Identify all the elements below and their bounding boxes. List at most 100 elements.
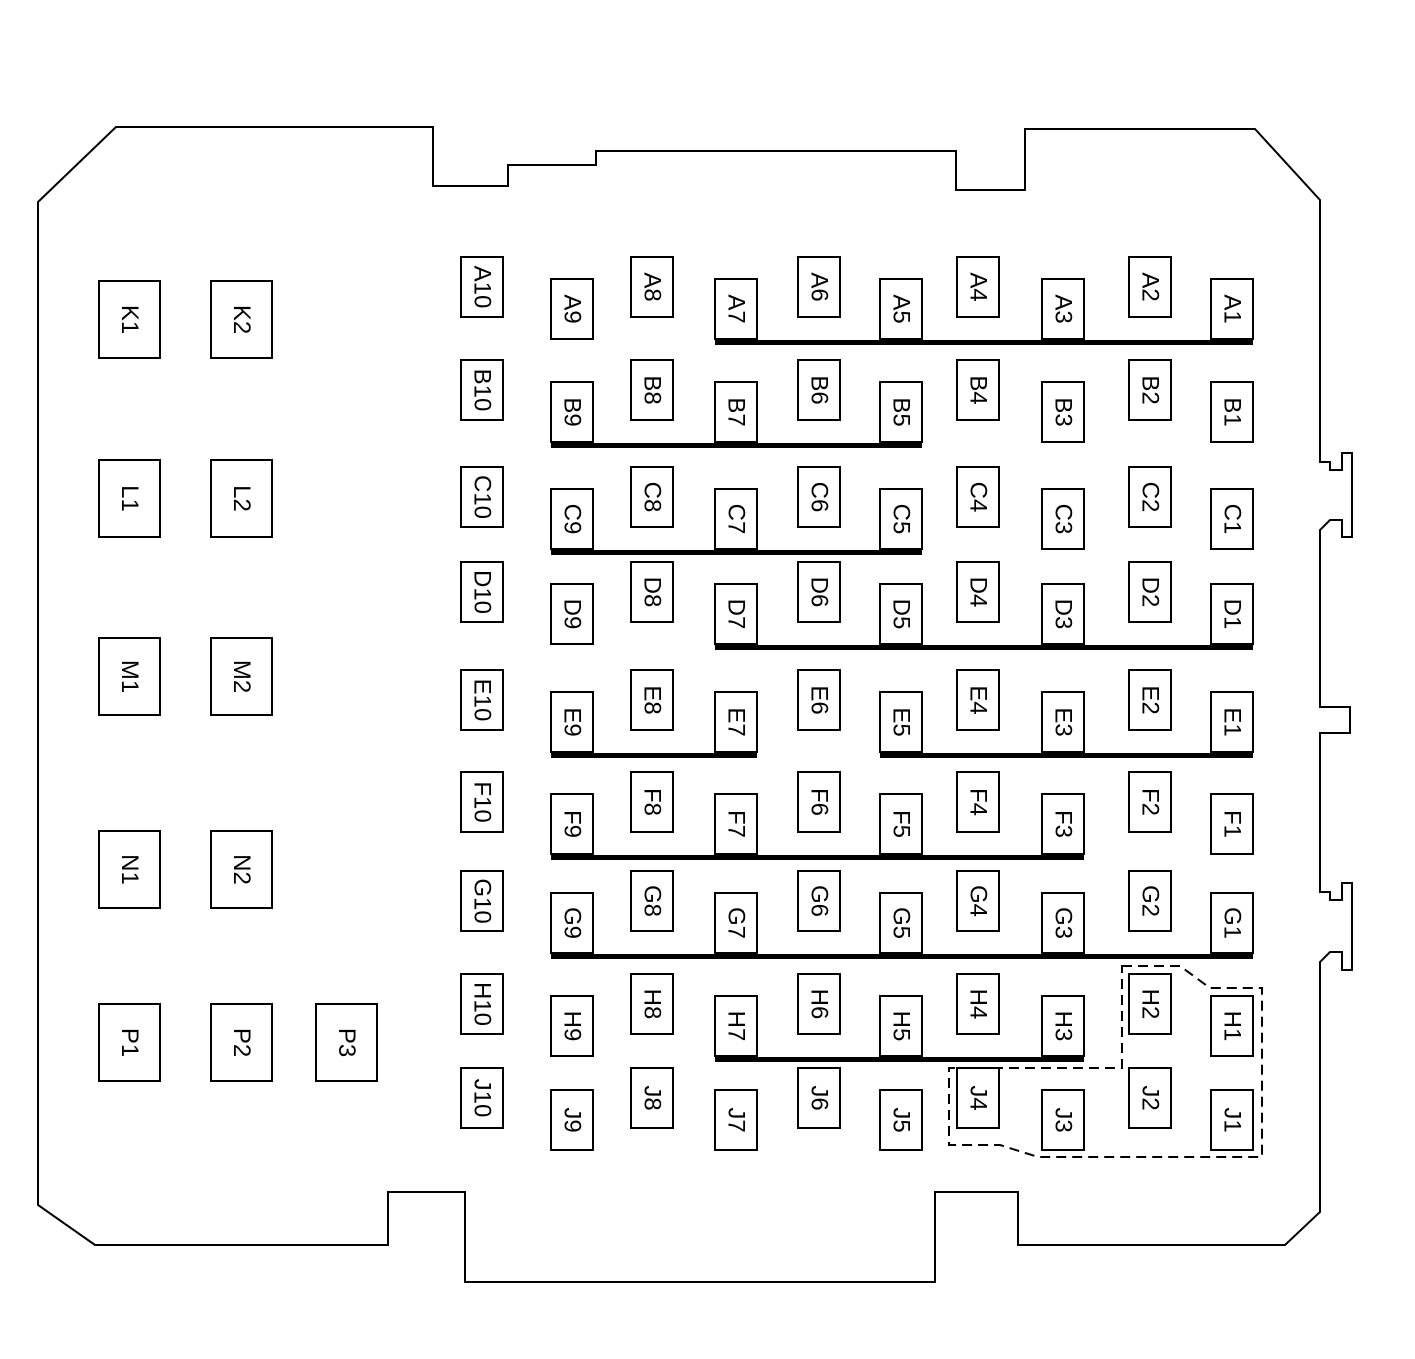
pin-c8: C8 [630,466,674,528]
pin-b6: B6 [797,359,841,421]
pin-g2: G2 [1128,870,1172,932]
pin-a1: A1 [1210,278,1254,340]
pin-h3: H3 [1041,995,1085,1057]
pin-e6: E6 [797,669,841,731]
bus-bar-c9-c5 [551,550,922,555]
pin-box [1041,691,1085,753]
pin-a8: A8 [630,256,674,318]
pin-box [315,1003,378,1082]
pin-label: A8 [639,272,666,301]
pin-label: M1 [116,660,143,693]
pin-g5: G5 [879,892,923,954]
pin-box [630,561,674,623]
pin-label: G5 [888,907,915,939]
pin-box [210,830,273,909]
bus-bar-a7-a1 [715,340,1253,345]
pin-m2: M2 [210,637,273,716]
pin-g7: G7 [714,892,758,954]
pin-label: C10 [469,475,496,519]
pin-label: N2 [228,854,255,885]
pin-label: J4 [965,1085,992,1110]
pin-c1: C1 [1210,488,1254,550]
pin-label: E4 [965,685,992,714]
pin-a10: A10 [460,256,504,318]
pin-label: B2 [1137,375,1164,404]
pin-box [797,973,841,1035]
pin-label: B10 [469,369,496,412]
pin-f8: F8 [630,771,674,833]
pin-box [1210,488,1254,550]
pin-box [460,561,504,623]
pin-box [714,583,758,645]
pin-label: J10 [469,1079,496,1118]
bus-bar-b9-b5 [551,443,922,448]
pin-box [460,669,504,731]
pin-c2: C2 [1128,466,1172,528]
pin-label: A3 [1050,294,1077,323]
pin-box [797,771,841,833]
pin-label: E8 [639,685,666,714]
pin-label: F5 [888,810,915,838]
pin-h10: H10 [460,973,504,1035]
pin-g1: G1 [1210,892,1254,954]
pin-label: D8 [639,577,666,608]
pin-label: J1 [1219,1107,1246,1132]
pin-box [714,995,758,1057]
bus-bar-g9-g1 [551,954,1253,959]
pin-box [956,771,1000,833]
pin-label: H10 [469,982,496,1026]
pin-j2: J2 [1128,1067,1172,1129]
pin-label: A1 [1219,294,1246,323]
pin-label: A9 [559,294,586,323]
pin-box [210,637,273,716]
pin-label: H3 [1050,1011,1077,1042]
pin-box [1041,381,1085,443]
pin-label: A6 [806,272,833,301]
pin-l2: L2 [210,459,273,538]
pin-box [460,973,504,1035]
pin-label: G7 [723,907,750,939]
pin-box [1128,256,1172,318]
pin-a5: A5 [879,278,923,340]
pin-j10: J10 [460,1067,504,1129]
pin-label: C9 [559,504,586,535]
pin-g8: G8 [630,870,674,932]
pin-h8: H8 [630,973,674,1035]
pin-e4: E4 [956,669,1000,731]
pin-label: C1 [1219,504,1246,535]
pin-box [956,359,1000,421]
pin-c6: C6 [797,466,841,528]
pin-label: F6 [806,788,833,816]
pin-box [1128,669,1172,731]
pin-box [1210,278,1254,340]
pin-box [956,1067,1000,1129]
pin-e1: E1 [1210,691,1254,753]
pin-box [550,892,594,954]
pin-a9: A9 [550,278,594,340]
pin-j3: J3 [1041,1089,1085,1151]
pin-box [1210,995,1254,1057]
pin-h5: H5 [879,995,923,1057]
pin-n2: N2 [210,830,273,909]
pin-label: E5 [888,707,915,736]
pin-label: A7 [723,294,750,323]
pin-box [1041,488,1085,550]
pin-box [879,488,923,550]
pin-box [550,995,594,1057]
pin-a3: A3 [1041,278,1085,340]
pin-box [1041,892,1085,954]
pin-box [550,583,594,645]
pin-g9: G9 [550,892,594,954]
pin-box [98,830,161,909]
pin-label: D7 [723,599,750,630]
pin-box [797,669,841,731]
pin-b10: B10 [460,359,504,421]
pin-label: F2 [1137,788,1164,816]
pin-k1: K1 [98,280,161,359]
pin-h7: H7 [714,995,758,1057]
pin-label: K2 [228,305,255,334]
pin-label: G9 [559,907,586,939]
pin-box [714,381,758,443]
pin-label: E2 [1137,685,1164,714]
